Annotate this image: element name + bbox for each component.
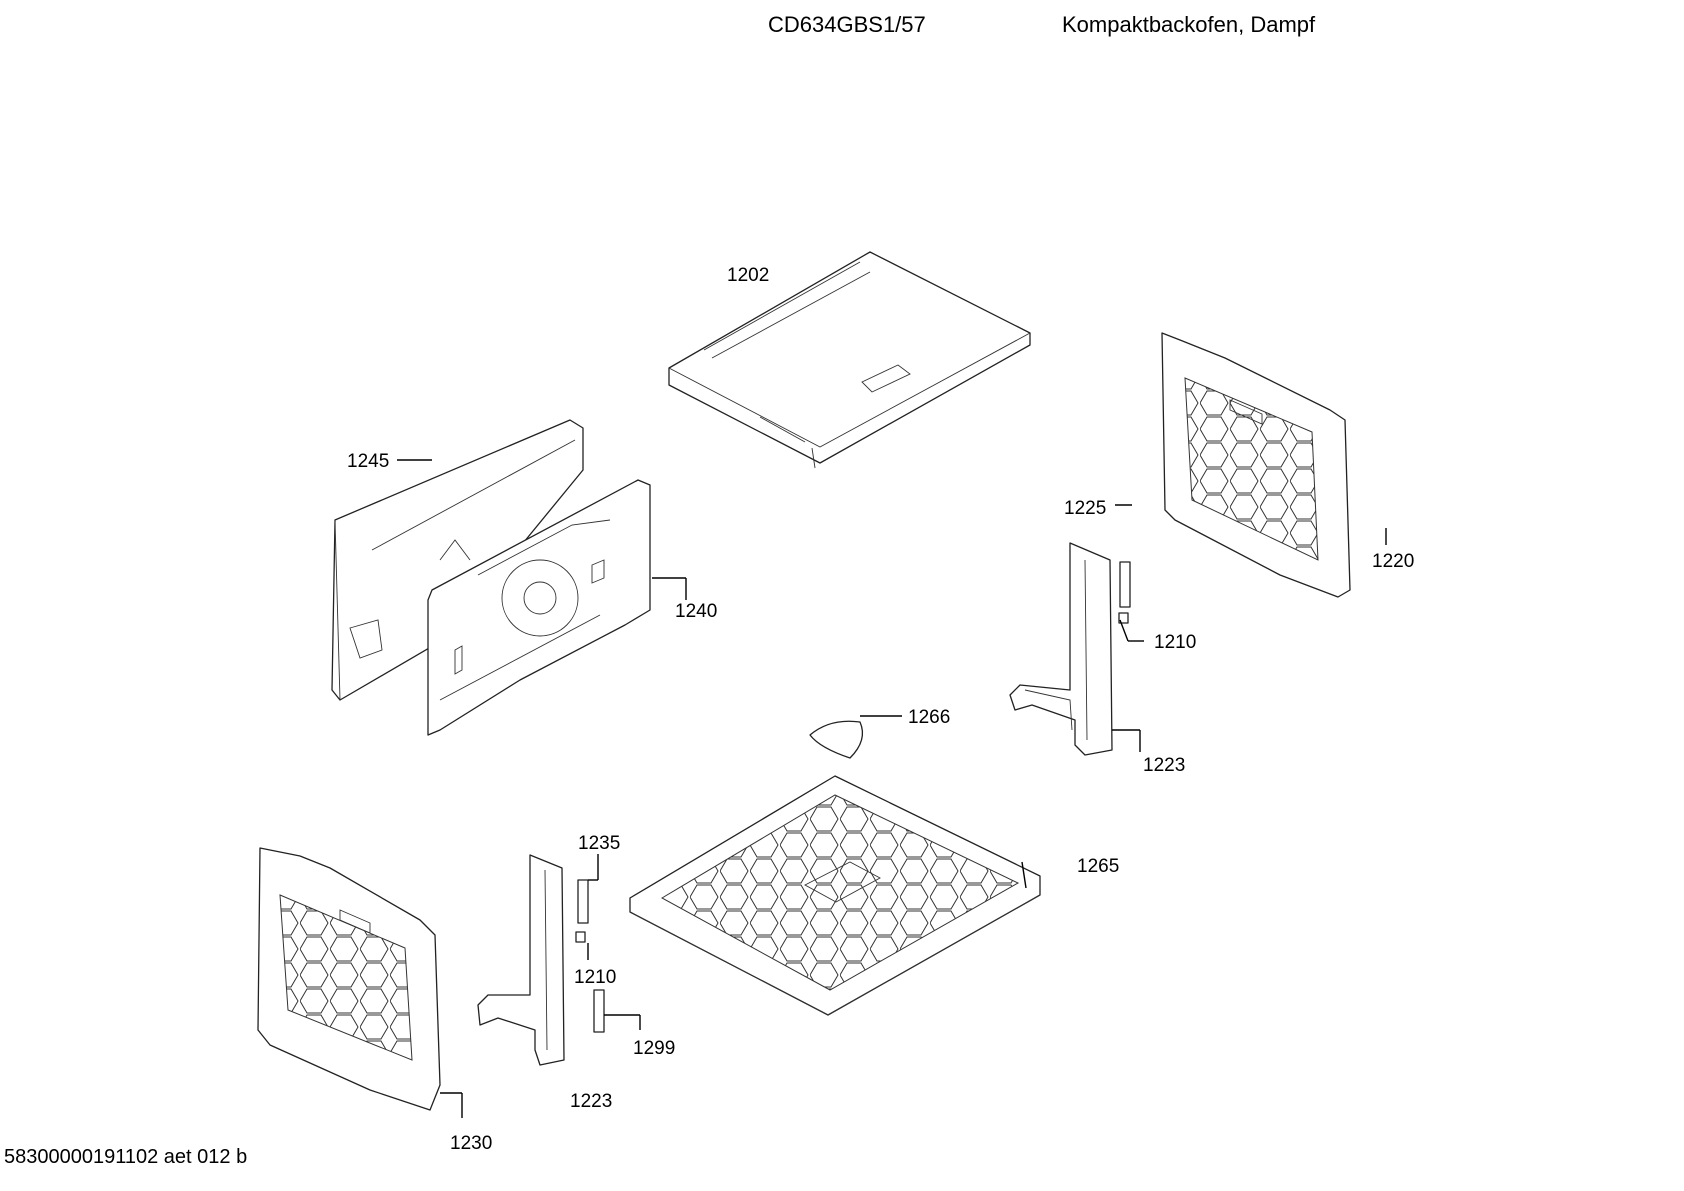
document-code: 58300000191102 aet 012 b: [4, 1146, 248, 1168]
rear-wall-1240: [427, 479, 651, 736]
callout-1223-right: 1223: [1143, 755, 1185, 776]
callout-1266: 1266: [908, 707, 950, 728]
callout-labels: 1202 1245 1240 1225 1220 1210 1266 1223 …: [347, 265, 1414, 1154]
callout-1220: 1220: [1372, 551, 1414, 572]
callout-1225: 1225: [1064, 498, 1106, 519]
callout-1210-right: 1210: [1154, 632, 1196, 653]
callout-1235: 1235: [578, 833, 620, 854]
callout-1265: 1265: [1077, 856, 1119, 877]
callout-1230: 1230: [450, 1133, 492, 1154]
callout-1245: 1245: [347, 451, 389, 472]
right-rack-support-1223: [1009, 542, 1131, 756]
left-rack-support-1223: [477, 854, 605, 1066]
top-cover-plate: [668, 251, 1031, 469]
callout-1240: 1240: [675, 601, 717, 622]
leader-lines: [397, 459, 1387, 1118]
callout-1299: 1299: [633, 1038, 675, 1059]
bottom-plate-1265: [629, 775, 1041, 1016]
model-number: CD634GBS1/57: [768, 12, 926, 37]
right-side-wall-1220: [1161, 332, 1351, 598]
callout-1223-left: 1223: [570, 1091, 612, 1112]
appliance-description: Kompaktbackofen, Dampf: [1062, 12, 1316, 37]
small-cover-1266: [809, 720, 864, 759]
callout-1202: 1202: [727, 265, 769, 286]
back-wall-panel-1245: [331, 419, 584, 701]
left-side-wall-1230: [257, 847, 441, 1111]
callout-1210-left: 1210: [574, 967, 616, 988]
